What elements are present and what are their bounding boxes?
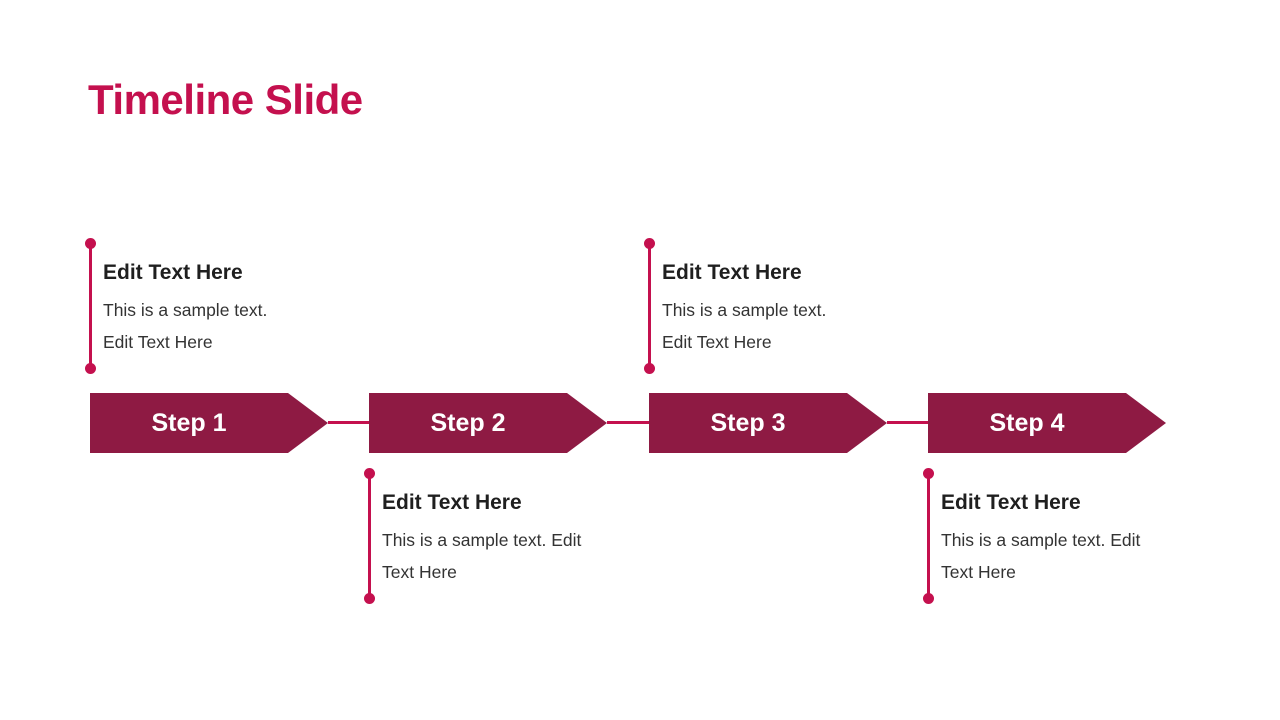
note-connector-line [926,473,930,598]
note-heading[interactable]: Edit Text Here [382,491,522,514]
note-heading[interactable]: Edit Text Here [103,261,243,284]
note-dot-bottom [643,362,655,374]
note-heading[interactable]: Edit Text Here [662,261,802,284]
note-body[interactable]: This is a sample text. Edit Text Here [941,530,1141,582]
step-label-2: Step 2 [430,408,506,437]
step-connector-line-2 [607,421,651,424]
step-label-4: Step 4 [989,408,1065,437]
note-text-placeholder[interactable]: Edit Text Here This is a sample text. Ed… [662,258,844,358]
note-body[interactable]: This is a sample text. Edit Text Here [103,300,268,352]
step-arrow-3[interactable]: Step 3 [649,393,887,453]
note-connector-line [88,243,92,368]
step-label-3: Step 3 [710,408,786,437]
step-arrow-4[interactable]: Step 4 [928,393,1166,453]
note-body[interactable]: This is a sample text. Edit Text Here [662,300,827,352]
slide-title: Timeline Slide [88,76,363,123]
step-connector-line-3 [887,421,930,424]
step-label-1: Step 1 [151,408,227,437]
note-dot-bottom [363,592,375,604]
note-body[interactable]: This is a sample text. Edit Text Here [382,530,582,582]
note-dot-bottom [84,362,96,374]
note-connector-line [647,243,651,368]
step-arrow-1[interactable]: Step 1 [90,393,328,453]
note-dot-top [363,467,375,479]
note-dot-top [922,467,934,479]
note-connector-line [367,473,371,598]
note-text-placeholder[interactable]: Edit Text Here This is a sample text. Ed… [103,258,285,358]
note-dot-bottom [922,592,934,604]
step-arrow-2[interactable]: Step 2 [369,393,607,453]
step-connector-line-1 [328,421,371,424]
note-heading[interactable]: Edit Text Here [941,491,1081,514]
note-text-placeholder[interactable]: Edit Text Here This is a sample text. Ed… [941,488,1163,588]
note-dot-top [84,237,96,249]
note-dot-top [643,237,655,249]
note-text-placeholder[interactable]: Edit Text Here This is a sample text. Ed… [382,488,604,588]
